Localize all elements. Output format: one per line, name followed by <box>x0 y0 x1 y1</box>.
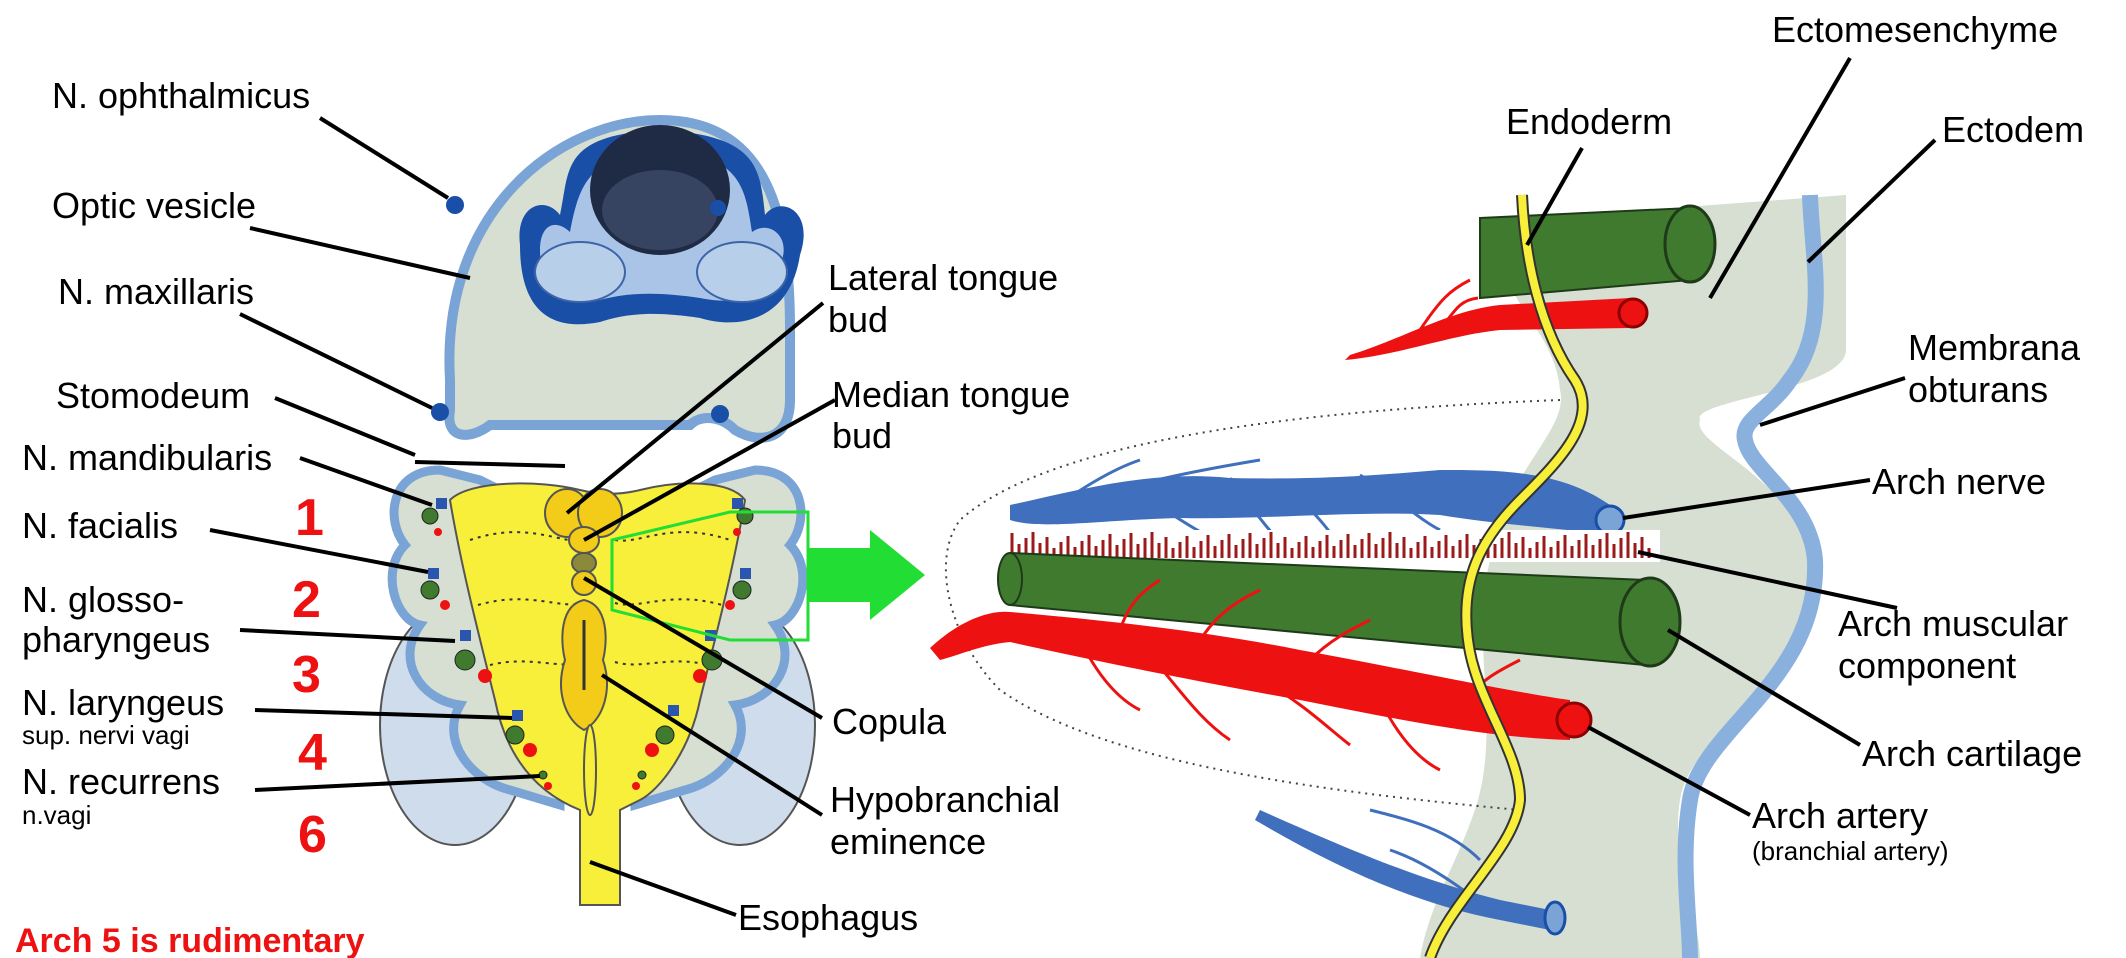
arch-cartilage-end <box>1620 578 1680 666</box>
optic-bulge-left <box>535 242 625 302</box>
lens-shading <box>602 170 718 250</box>
label-arch-artery-sub: (branchial artery) <box>1752 836 1949 866</box>
label-copula: Copula <box>832 701 947 742</box>
label-n-mandibularis: N. mandibularis <box>22 437 272 478</box>
label-lateral-tongue-bud-2: bud <box>828 299 888 340</box>
head-cross-section <box>431 120 804 438</box>
label-stomodeum: Stomodeum <box>56 375 250 416</box>
label-esophagus: Esophagus <box>738 897 918 938</box>
label-median-tongue-bud-2: bud <box>832 415 892 456</box>
label-n-maxillaris: N. maxillaris <box>58 271 254 312</box>
maxillary-nerve-dot <box>431 403 449 421</box>
arch-number-1: 1 <box>295 489 324 547</box>
label-n-glosso: N. glosso- <box>22 579 184 620</box>
arch-number-2: 2 <box>292 571 321 629</box>
label-endoderm: Endoderm <box>1506 101 1672 142</box>
label-n-recurrens: N. recurrens <box>22 761 220 802</box>
optic-bulge-right <box>697 242 787 302</box>
label-pharyngeus: pharyngeus <box>22 619 210 660</box>
arch-number-4: 4 <box>298 724 327 782</box>
ophthalmic-nerve-dot <box>710 200 726 216</box>
ophthalmic-nerve-dot <box>446 196 464 214</box>
label-n-laryngeus: N. laryngeus <box>22 682 224 723</box>
label-hypobranchial: Hypobranchial <box>830 779 1060 820</box>
zoom-arrow <box>808 530 925 620</box>
label-n-ophthalmicus: N. ophthalmicus <box>52 75 310 116</box>
arch-artery-end <box>1557 703 1591 737</box>
label-component: component <box>1838 645 2016 686</box>
label-eminence: eminence <box>830 821 986 862</box>
label-n-laryngeus-sub: sup. nervi vagi <box>22 720 190 750</box>
upper-artery-end <box>1619 299 1647 327</box>
arch-nerve-end <box>1596 506 1624 534</box>
label-obturans: obturans <box>1908 369 2048 410</box>
maxillary-nerve-dot <box>711 405 729 423</box>
arch-detail <box>930 195 1846 958</box>
label-arch-nerve: Arch nerve <box>1872 461 2046 502</box>
label-n-recurrens-sub: n.vagi <box>22 800 91 830</box>
arch-number-6: 6 <box>298 806 327 864</box>
label-arch-cartilage: Arch cartilage <box>1862 733 2082 774</box>
label-arch-artery: Arch artery <box>1752 795 1928 836</box>
arch-5-note: Arch 5 is rudimentary <box>15 922 365 958</box>
arch-number-3: 3 <box>292 646 321 704</box>
label-membrana: Membrana <box>1908 327 2081 368</box>
label-ectomesenchyme: Ectomesenchyme <box>1772 9 2058 50</box>
label-lateral-tongue-bud: Lateral tongue <box>828 257 1058 298</box>
label-n-facialis: N. facialis <box>22 505 178 546</box>
laryngeal-slit <box>584 725 596 815</box>
arch-cartilage-left-end <box>998 553 1022 605</box>
label-optic-vesicle: Optic vesicle <box>52 185 256 226</box>
lower-nerve-end <box>1545 902 1565 934</box>
upper-cartilage-end <box>1665 206 1715 282</box>
label-median-tongue-bud: Median tongue <box>832 374 1070 415</box>
label-arch-muscular: Arch muscular <box>1838 603 2068 644</box>
label-ectoderm: Ectodem <box>1942 109 2084 150</box>
